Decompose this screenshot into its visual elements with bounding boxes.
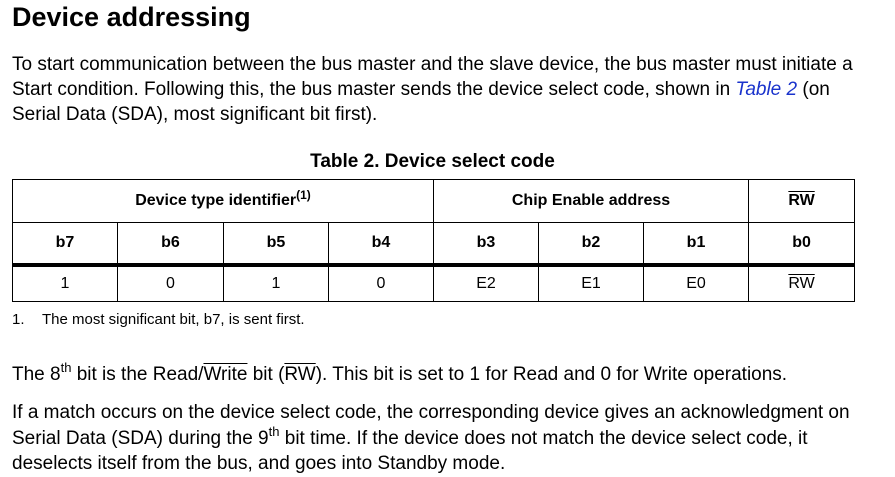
bit-header-row: b7 b6 b5 b4 b3 b2 b1 b0: [12, 222, 856, 267]
bit-value: 0: [328, 264, 434, 302]
device-type-identifier-header: Device type identifier(1): [12, 179, 434, 223]
table-footnote: 1. The most significant bit, b7, is sent …: [12, 311, 305, 328]
bit-value: RW: [748, 264, 856, 302]
match-paragraph: If a match occurs on the device select c…: [12, 400, 857, 477]
para3-text: bit time. If the device does not match t…: [12, 427, 808, 475]
device-select-code-table: Device type identifier(1) Chip Enable ad…: [12, 179, 856, 302]
rw-bit-paragraph: The 8th bit is the Read/Write bit (RW). …: [12, 360, 857, 387]
bit-header: b1: [642, 222, 750, 267]
para2-text: The 8: [12, 364, 61, 385]
bit-header: b3: [433, 222, 539, 267]
footnote-marker[interactable]: (1): [296, 188, 311, 202]
bit-value: E0: [642, 264, 750, 302]
para2-text: bit is the Read/: [71, 364, 204, 385]
table-2-link[interactable]: Table 2: [735, 79, 798, 100]
para2-text: ). This bit is set to 1 for Read and 0 f…: [315, 364, 788, 385]
bit-value: E1: [538, 264, 644, 302]
bit-header: b7: [12, 222, 118, 267]
section-heading: Device addressing: [12, 2, 251, 32]
bit-header: b5: [223, 222, 329, 267]
bit-header: b4: [328, 222, 434, 267]
para3-superscript: th: [268, 423, 280, 439]
rw-value-label: RW: [788, 275, 815, 292]
intro-text-before-link: To start communication between the bus m…: [12, 54, 853, 100]
rw-header: RW: [748, 179, 856, 223]
para2-superscript: th: [60, 360, 72, 375]
bit-header: b2: [538, 222, 644, 267]
para2-text: bit (: [247, 364, 285, 385]
bit-value: 1: [223, 264, 329, 302]
para3-text: If a match occurs on the device select c…: [12, 402, 850, 449]
bit-value: 0: [117, 264, 224, 302]
device-type-identifier-label: Device type identifier: [135, 192, 297, 209]
bit-value-row: 1 0 1 0 E2 E1 E0 RW: [12, 264, 856, 302]
intro-paragraph: To start communication between the bus m…: [12, 52, 857, 127]
write-overlined-text: Write: [203, 364, 248, 385]
rw-header-label: RW: [788, 192, 815, 209]
bit-value: E2: [433, 264, 539, 302]
group-header-row: Device type identifier(1) Chip Enable ad…: [12, 179, 856, 223]
footnote-text: The most significant bit, b7, is sent fi…: [42, 311, 305, 328]
bit-header: b6: [117, 222, 224, 267]
bit-value: 1: [12, 264, 118, 302]
rw-overlined-text: RW: [284, 364, 316, 385]
intro-text-after-link: (on Serial Data (SDA), most significant …: [12, 79, 830, 125]
chip-enable-address-header: Chip Enable address: [432, 179, 750, 223]
table-title: Table 2. Device select code: [310, 151, 555, 172]
footnote-number: 1.: [12, 311, 25, 328]
bit-header: b0: [748, 222, 856, 267]
